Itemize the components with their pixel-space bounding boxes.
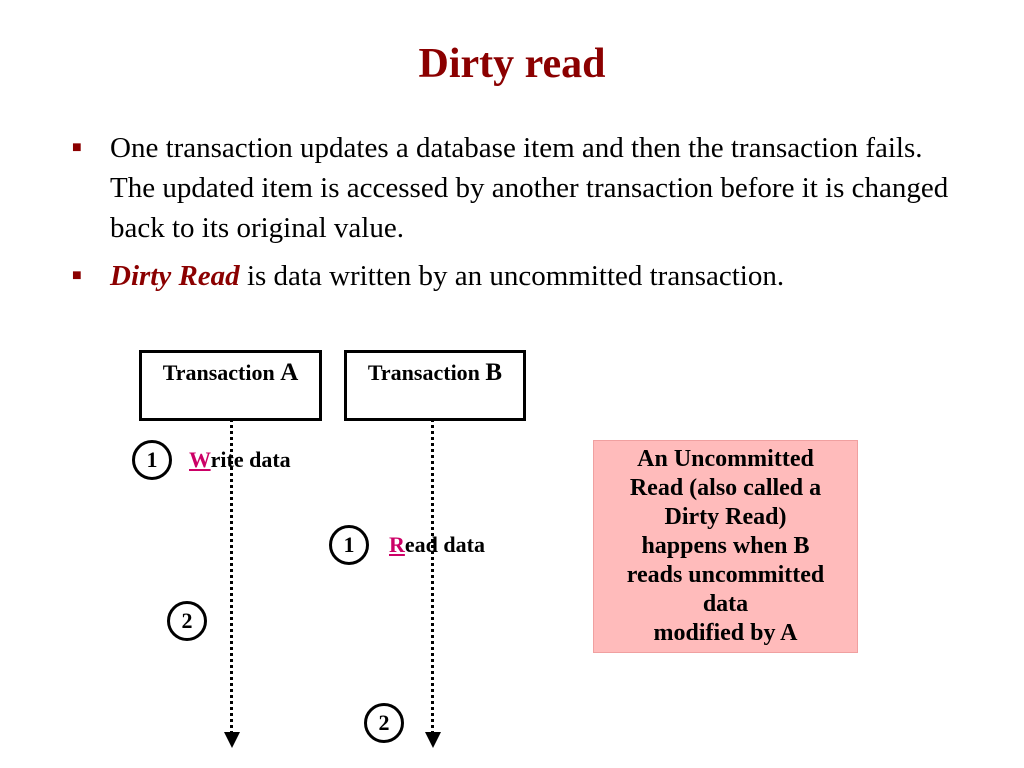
transaction-b-box: Transaction B — [344, 350, 526, 421]
timeline-b — [431, 378, 434, 734]
note-line: An Uncommitted — [637, 446, 814, 472]
note-line: happens when B — [641, 533, 810, 559]
note-line: Dirty Read) — [664, 504, 787, 530]
bullet-item-2: ■ Dirty Read is data written by an uncom… — [72, 256, 952, 296]
transaction-b-label: Transaction — [367, 360, 486, 385]
step-b1-first-letter: R — [389, 532, 405, 557]
slide-title: Dirty read — [418, 41, 606, 87]
step-a1-label: Write data — [189, 447, 291, 473]
bullet-emphasis: Dirty Read — [110, 260, 240, 292]
square-bullet-icon: ■ — [72, 139, 82, 156]
note-line: Read (also called a — [629, 475, 822, 501]
transaction-b-letter: B — [485, 359, 503, 386]
bullet-text: is data written by an uncommitted transa… — [239, 260, 785, 292]
transaction-a-label: Transaction — [162, 360, 281, 385]
step-a2-number: 2 — [167, 601, 207, 641]
step-a1-first-letter: W — [189, 447, 211, 472]
step-b2-number: 2 — [364, 703, 404, 743]
step-a1-rest: rite data — [210, 447, 291, 472]
transaction-a-box: Transaction A — [139, 350, 322, 421]
timeline-a — [230, 378, 233, 734]
note-box: An Uncommitted Read (also called a Dirty… — [593, 440, 858, 653]
bullet-item-1: ■ One transaction updates a database ite… — [72, 128, 952, 248]
step-a1-number: 1 — [132, 440, 172, 480]
step-b1-rest: ead data — [404, 532, 485, 557]
arrow-down-icon — [425, 732, 441, 748]
bullet-list: ■ One transaction updates a database ite… — [72, 128, 952, 304]
square-bullet-icon: ■ — [72, 267, 82, 284]
note-line: modified by A — [653, 620, 798, 646]
arrow-down-icon — [224, 732, 240, 748]
bullet-text: One transaction updates a database item … — [110, 132, 949, 244]
note-line: reads uncommitted — [626, 562, 825, 588]
step-b1-number: 1 — [329, 525, 369, 565]
transaction-a-letter: A — [280, 359, 299, 386]
step-b1-label: Read data — [389, 532, 485, 558]
note-line: data — [702, 591, 749, 617]
